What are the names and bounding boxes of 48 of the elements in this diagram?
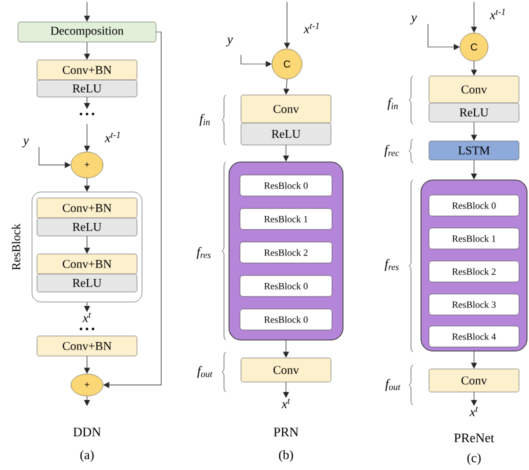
- math-label: x$^{t}$: [469, 406, 478, 416]
- model-name: PRN: [274, 428, 298, 436]
- conv-box: Conv: [240, 358, 332, 382]
- resblock-box: ResBlock 4: [428, 326, 520, 348]
- conv-box: Conv: [240, 94, 332, 124]
- resblock-box: ResBlock 1: [240, 208, 332, 230]
- resblock-box: ResBlock 0: [428, 194, 520, 216]
- relu-box: ReLU: [36, 80, 138, 98]
- panel-label: (b): [279, 450, 294, 462]
- resblock-box: ResBlock 2: [240, 242, 332, 264]
- math-label: y: [22, 138, 29, 148]
- math-label: x$^{t}$: [82, 312, 92, 322]
- math-label: f$_{in}$: [388, 98, 398, 110]
- math-label: x$^{t-1}$: [104, 132, 120, 142]
- relu-box: ReLU: [240, 122, 332, 146]
- resblock-box: ResBlock 0: [240, 174, 332, 196]
- math-label: f$_{out}$: [197, 366, 213, 378]
- relu-box: ReLU: [36, 218, 138, 236]
- math-label: f$_{res}$: [196, 247, 211, 259]
- math-label: x$^{t-1}$: [304, 22, 319, 34]
- panel-label: (a): [80, 450, 94, 462]
- math-label: y: [226, 38, 233, 46]
- panel-label: (c): [467, 453, 481, 465]
- math-label: f$_{in}$: [200, 114, 210, 126]
- lstm-box: LSTM: [428, 140, 520, 160]
- resblock-box: ResBlock 0: [240, 275, 332, 297]
- group-label: ResBlock: [12, 224, 20, 270]
- math-label: f$_{res}$: [384, 259, 399, 271]
- conv-box: Conv+BN: [36, 60, 138, 80]
- math-label: x$^{t-1}$: [490, 8, 505, 20]
- model-name: DDN: [73, 428, 101, 436]
- math-label: y: [410, 16, 417, 24]
- resblock-box: ResBlock 0: [240, 308, 332, 330]
- conv-box: Conv+BN: [36, 198, 138, 218]
- conv-box: Conv: [428, 368, 520, 392]
- math-label: f$_{rec}$: [384, 145, 400, 157]
- conv-box: Conv+BN: [36, 254, 138, 274]
- resblock-box: ResBlock 3: [428, 294, 520, 316]
- conv-box: Conv: [428, 76, 520, 104]
- relu-box: ReLU: [36, 274, 138, 292]
- resblock-box: ResBlock 1: [428, 228, 520, 250]
- conv-box: Conv+BN: [36, 336, 138, 356]
- model-name: PReNet: [454, 434, 494, 442]
- math-label: x$^{t}$: [281, 398, 290, 408]
- decomposition-box: Decomposition: [18, 22, 156, 42]
- resblock-box: ResBlock 2: [428, 260, 520, 282]
- relu-box: ReLU: [428, 102, 520, 122]
- math-label: f$_{out}$: [385, 379, 401, 391]
